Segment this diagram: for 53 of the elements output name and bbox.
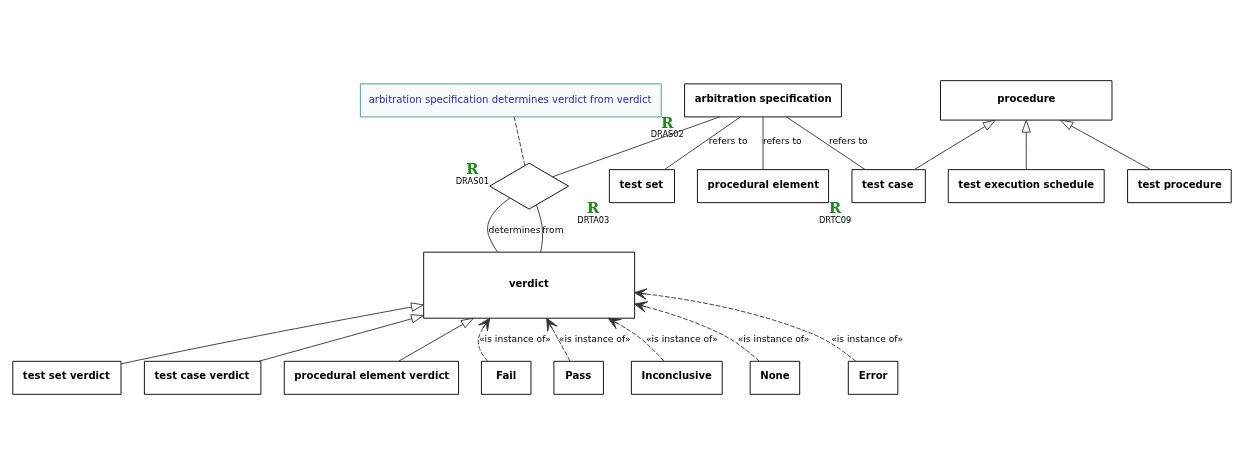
edge-label: refers to: [708, 134, 748, 146]
node-box: test case: [851, 168, 926, 203]
edge-label: from: [542, 223, 564, 235]
arrow: [634, 300, 760, 362]
arrow: [914, 119, 996, 170]
node-box: Fail: [481, 360, 532, 395]
node-diamond: [489, 162, 570, 210]
node-box: procedure: [940, 79, 1113, 121]
arrow: [1021, 119, 1031, 170]
node-label: R: [829, 198, 842, 216]
node-box: Error: [847, 360, 899, 395]
connector: [786, 116, 866, 170]
node-box: None: [749, 360, 801, 395]
node-box: test set verdict: [12, 360, 122, 395]
connector: [762, 116, 764, 170]
arrow: [607, 317, 665, 361]
arrow: [477, 317, 491, 362]
node-box: procedural element verdict: [283, 360, 459, 395]
edge-label: «is instance of»: [737, 332, 810, 344]
node-label: DRAS01: [455, 175, 489, 186]
arrow: [1060, 119, 1152, 170]
edge-label: refers to: [828, 134, 868, 146]
node-box: verdict: [423, 251, 636, 319]
node-label: R: [661, 113, 674, 131]
edge-label: refers to: [762, 134, 802, 146]
connector: [552, 116, 720, 177]
node-box: arbitration specification: [684, 82, 842, 117]
connector: [664, 116, 741, 170]
node-box: test case verdict: [143, 360, 262, 395]
connector: [513, 116, 526, 166]
node-box: test procedure: [1127, 168, 1232, 203]
node-label: R: [466, 159, 479, 177]
edge-label: «is instance of»: [831, 332, 903, 344]
connector: [536, 204, 544, 253]
node-label: DRTC09: [818, 214, 852, 225]
node-label: DRTA03: [577, 214, 610, 225]
edge-label: «is instance of»: [558, 332, 631, 344]
node-box: test set: [608, 168, 675, 203]
connector: [487, 197, 511, 252]
arrow: [398, 317, 474, 362]
edge-label: «is instance of»: [479, 332, 551, 344]
node-box: Pass: [553, 360, 604, 395]
node-box: arbitration specification determines verdict from verdict: [359, 82, 662, 117]
arrow: [634, 287, 857, 362]
arrow: [258, 313, 424, 362]
node-box: Inconclusive: [630, 360, 723, 395]
arrow: [120, 301, 424, 364]
node-label: R: [586, 198, 600, 216]
edge-label: «is instance of»: [645, 332, 718, 344]
node-box: test execution schedule: [947, 168, 1105, 203]
node-box: procedural element: [697, 168, 830, 203]
arrow: [546, 317, 571, 362]
edge-label: determines: [488, 223, 541, 235]
